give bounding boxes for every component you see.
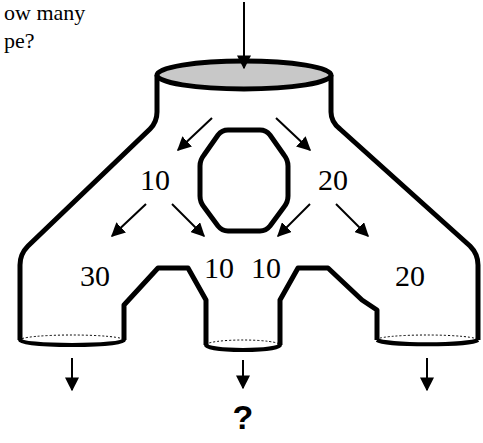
- question-text: pe?: [4, 30, 35, 52]
- flow-number: 20: [318, 165, 348, 195]
- question-text: ow many: [4, 2, 85, 24]
- flow-number: 30: [80, 261, 110, 291]
- flow-number: 10: [204, 253, 234, 283]
- flow-number: 10: [140, 165, 170, 195]
- flow-number: 10: [251, 253, 281, 283]
- flow-number: 20: [395, 261, 425, 291]
- unknown-mark: ?: [233, 400, 254, 434]
